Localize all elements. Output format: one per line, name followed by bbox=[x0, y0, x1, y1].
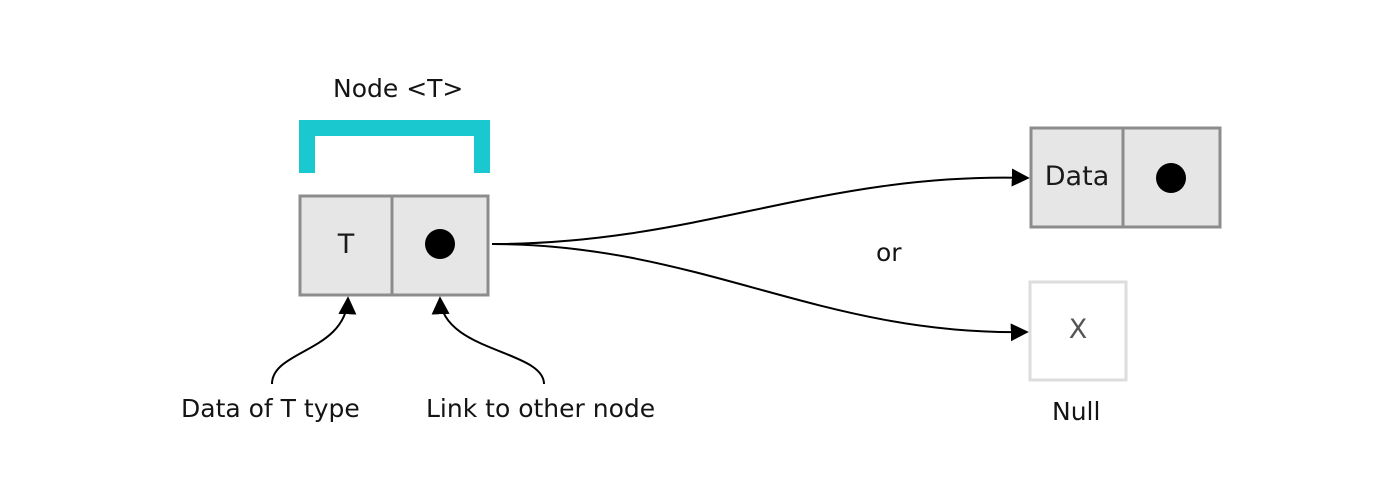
null-box bbox=[1028, 280, 1128, 382]
null-mark: X bbox=[1068, 314, 1088, 345]
target-link-dot bbox=[1156, 163, 1186, 193]
arrow-to-data-cell bbox=[271, 296, 357, 385]
arrow-to-null bbox=[491, 243, 1029, 342]
arrow-to-target-node bbox=[491, 168, 1030, 245]
node-data-label: T bbox=[337, 229, 355, 260]
target-data-label: Data bbox=[1044, 161, 1110, 192]
link-annotation: Link to other node bbox=[426, 394, 656, 423]
arrow-to-link-cell bbox=[431, 296, 545, 385]
or-label: or bbox=[876, 238, 902, 267]
node-title: Node <T> bbox=[333, 74, 464, 103]
node-bracket bbox=[299, 120, 490, 173]
target-node-box bbox=[1029, 126, 1222, 229]
node-link-dot bbox=[425, 229, 455, 259]
data-annotation: Data of T type bbox=[181, 394, 360, 423]
node-box bbox=[298, 194, 490, 297]
null-label: Null bbox=[1052, 397, 1101, 426]
node-data-cell bbox=[298, 194, 394, 297]
